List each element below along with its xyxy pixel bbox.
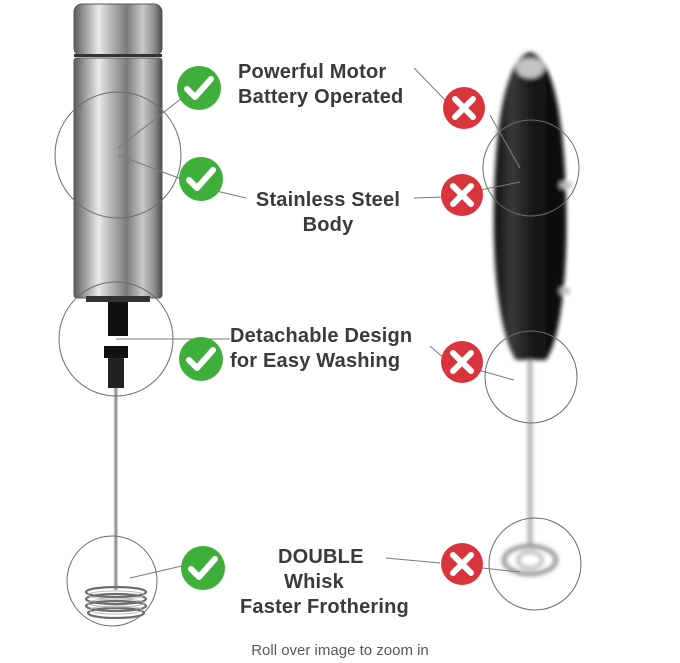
feature-line: Faster Frothering: [240, 596, 409, 618]
feature-line: Body: [302, 214, 354, 236]
leader-lines: [116, 67, 521, 579]
feature-line: Detachable Design: [230, 325, 413, 347]
feature-line: DOUBLE: [278, 546, 364, 568]
cross-circle-icon: [441, 174, 483, 216]
cross-circle-icon: [443, 87, 485, 129]
feature-line: Battery Operated: [238, 86, 404, 108]
check-circle-icon: [181, 546, 225, 590]
feature-label-detachable: Detachable Design for Easy Washing: [230, 324, 412, 374]
zoom-hint: Roll over image to zoom in: [251, 642, 429, 659]
feature-line: Powerful Motor: [238, 61, 387, 83]
frother-illustration: [54, 3, 582, 627]
check-circle-icon: [179, 337, 223, 381]
feature-label-motor: Powerful Motor Battery Operated: [238, 60, 403, 110]
feature-label-whisk: DOUBLE Whisk Faster Frothering: [240, 545, 409, 620]
cross-circle-icon: [441, 341, 483, 383]
feature-line: Stainless Steel: [255, 189, 401, 211]
cross-circle-icon: [441, 543, 483, 585]
product-comparison-image[interactable]: Powerful Motor Battery Operated Stainles…: [0, 0, 680, 640]
steel-frother: [73, 3, 163, 620]
check-circle-icon: [179, 157, 223, 201]
feature-line: for Easy Washing: [230, 350, 401, 372]
feature-line: Whisk: [284, 571, 344, 593]
check-circle-icon: [177, 66, 221, 110]
feature-label-body: Stainless Steel Body: [246, 188, 410, 238]
black-frother: [493, 52, 572, 576]
